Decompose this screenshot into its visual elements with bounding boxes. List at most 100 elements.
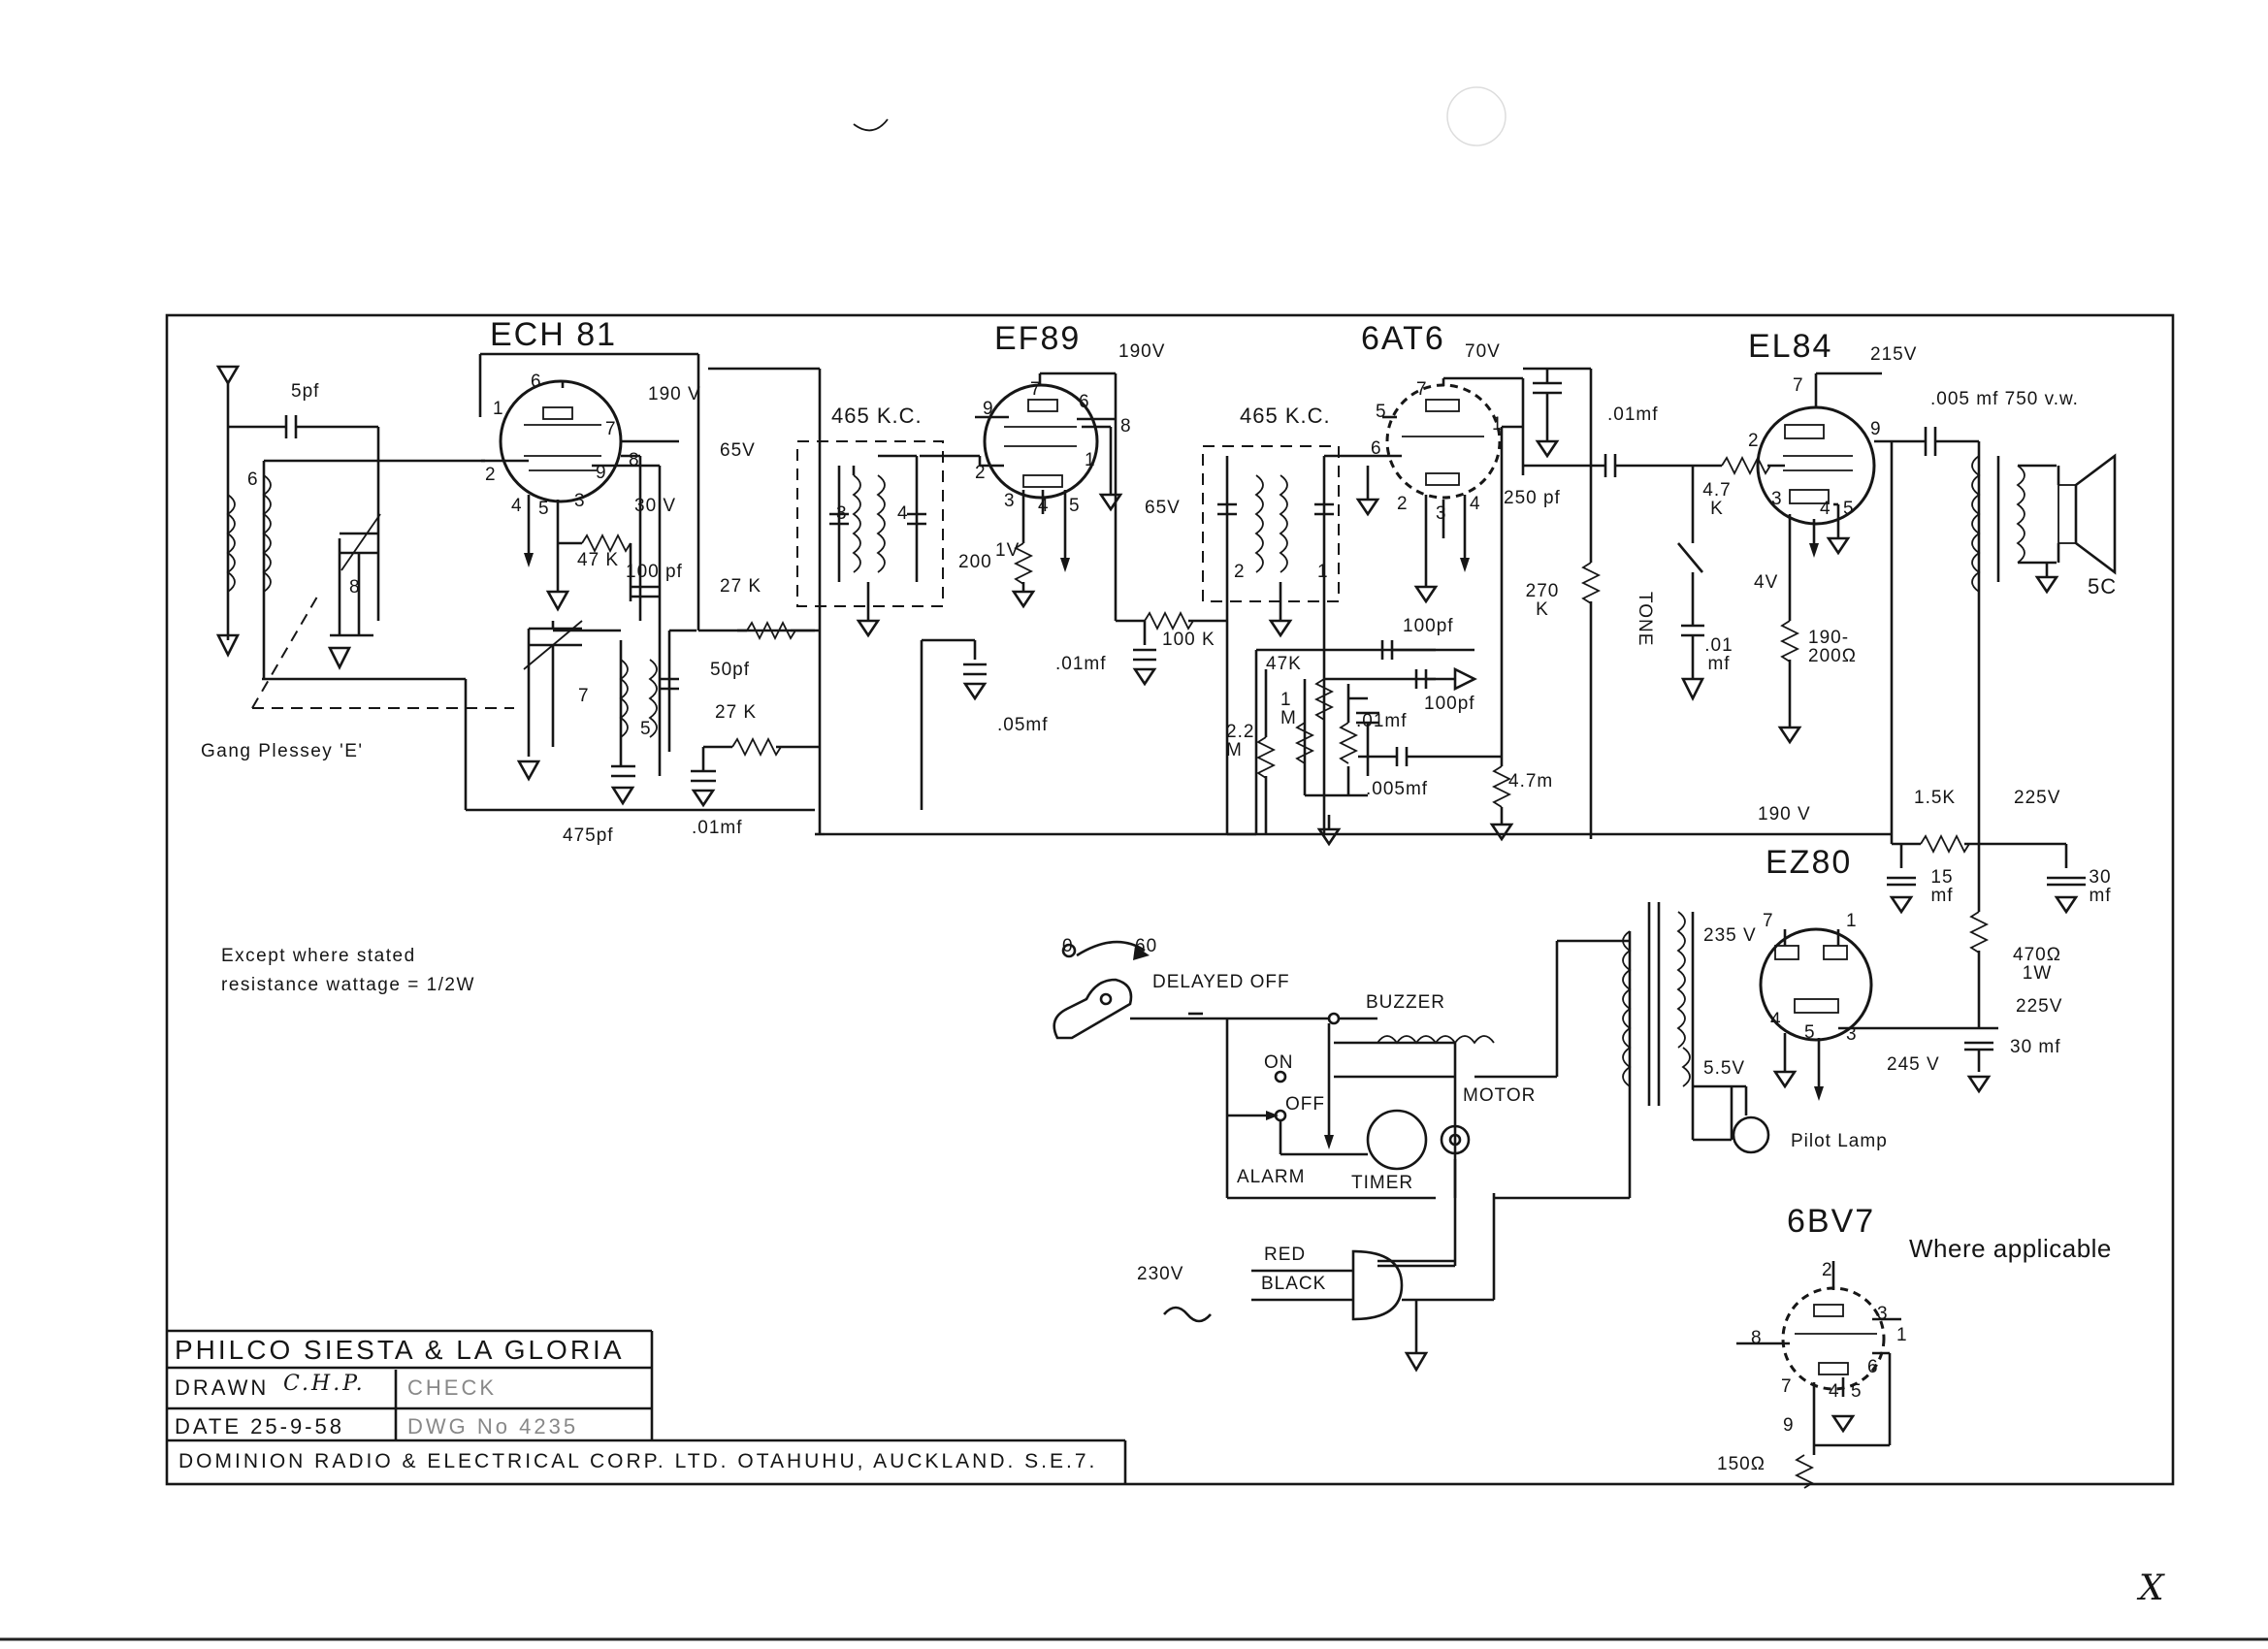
pin-number: 2 xyxy=(1234,562,1246,582)
voltage-label: 215V xyxy=(1870,344,1918,365)
pin-number: 5 xyxy=(538,499,550,519)
component-value-label: 250 pf xyxy=(1504,488,1561,508)
company-name: DOMINION RADIO & ELECTRICAL CORP. LTD. O… xyxy=(178,1450,1098,1472)
component-value-label: 47 K xyxy=(577,550,620,570)
pin-number: 3 xyxy=(1877,1304,1889,1324)
pin-number: 5 xyxy=(640,719,652,739)
tube-label-6bv7: 6BV7 xyxy=(1787,1203,1876,1240)
component-value-label: 2.2 M xyxy=(1226,722,1255,760)
pin-number: 8 xyxy=(349,577,361,598)
pin-number: 4 xyxy=(1829,1381,1840,1402)
component-value-label: 150Ω xyxy=(1717,1454,1766,1474)
red-lead-label: RED xyxy=(1264,1245,1307,1265)
title-block-lines xyxy=(167,1329,1127,1484)
ez80-power-supply xyxy=(1622,902,1906,1154)
pin-number: 3 xyxy=(1846,1024,1858,1045)
component-value-label: 15 mf xyxy=(1930,867,1954,906)
switch-on-label: ON xyxy=(1264,1052,1294,1073)
component-value-label: 100 pf xyxy=(626,562,683,582)
oscillator-section xyxy=(464,620,815,812)
motor-label: MOTOR xyxy=(1463,1085,1537,1106)
where-applicable-label: Where applicable xyxy=(1909,1234,2112,1263)
pin-number: 3 xyxy=(836,503,848,524)
dial-60-label: 60 xyxy=(1135,936,1158,956)
output-coupling xyxy=(1523,367,1771,839)
voltage-label: 1V xyxy=(995,540,1021,561)
pin-number: 1 xyxy=(1846,911,1858,931)
component-value-label: 4.7m xyxy=(1508,771,1554,792)
pin-number: 6 xyxy=(1079,392,1090,412)
voltage-label: 5.5V xyxy=(1703,1058,1746,1079)
component-value-label: 30 mf xyxy=(2010,1037,2061,1057)
voltage-label: 65V xyxy=(1145,498,1181,518)
component-value-label: .01mf xyxy=(1356,711,1408,731)
pin-number: 7 xyxy=(1793,375,1804,396)
pin-number: 1 xyxy=(493,399,504,419)
component-value-label: .05mf xyxy=(997,715,1049,735)
drawing-border xyxy=(165,313,2175,1486)
note-line-1: Except where stated xyxy=(221,946,416,966)
pin-number: 4 xyxy=(897,503,909,524)
note-line-2: resistance wattage = 1/2W xyxy=(221,975,475,995)
pin-number: 4 xyxy=(511,496,523,516)
ech81-tube xyxy=(478,352,700,776)
component-value-label: 27 K xyxy=(715,702,758,723)
pin-number: 9 xyxy=(1870,419,1882,439)
component-value-label: .005 mf 750 v.w. xyxy=(1930,389,2079,409)
6bv7-tube xyxy=(1736,1261,1901,1489)
pin-number: 5 xyxy=(1851,1381,1863,1402)
timer-switch-section xyxy=(1053,939,1632,1268)
pin-number: 3 xyxy=(1771,489,1783,509)
pin-number: 5 xyxy=(1069,496,1081,516)
pin-number: 6 xyxy=(531,372,542,392)
aerial-input-stage xyxy=(215,365,514,709)
pin-number: 7 xyxy=(605,419,617,439)
if-feed-lines xyxy=(691,367,822,834)
pin-number: 1 xyxy=(1317,562,1329,582)
voltage-label: 190V xyxy=(1118,341,1166,362)
pin-number: 7 xyxy=(1030,379,1042,400)
pin-number: 6 xyxy=(1867,1357,1879,1377)
voltage-label: 190 V xyxy=(648,384,701,404)
if-frequency-label-2: 465 K.C. xyxy=(1240,404,1331,428)
component-value-label: 100pf xyxy=(1403,616,1454,636)
pin-number: 7 xyxy=(578,686,590,706)
switch-off-label: OFF xyxy=(1285,1094,1325,1115)
tube-label-ez80: EZ80 xyxy=(1766,844,1853,881)
speaker-label: 5C xyxy=(2088,574,2118,598)
pin-number: 4 xyxy=(1470,494,1481,514)
drawn-initials: C.H.P. xyxy=(283,1372,366,1396)
tube-label-ef89: EF89 xyxy=(994,320,1082,357)
component-value-label: 475pf xyxy=(563,825,614,846)
pin-number: 7 xyxy=(1781,1376,1793,1397)
pin-number: 4 xyxy=(1820,499,1831,519)
pin-number: 1 xyxy=(1492,414,1504,435)
pin-number: 1 xyxy=(1896,1325,1908,1345)
voltage-label: 245 V xyxy=(1887,1054,1940,1075)
pin-number: 9 xyxy=(1783,1415,1795,1436)
voltage-label: 4V xyxy=(1754,572,1779,593)
timer-label: TIMER xyxy=(1351,1173,1414,1193)
tube-label-el84: EL84 xyxy=(1748,328,1833,365)
pin-number: 2 xyxy=(1397,494,1409,514)
delayed-off-label: DELAYED OFF xyxy=(1152,972,1290,992)
pin-number: 2 xyxy=(975,463,987,483)
component-value-label: .01mf xyxy=(1055,654,1107,674)
dial-0-label: 0 xyxy=(1062,936,1074,956)
component-value-label: 27 K xyxy=(720,576,762,597)
pilot-lamp-label: Pilot Lamp xyxy=(1791,1131,1888,1151)
date-label: DATE 25-9-58 xyxy=(175,1414,344,1439)
pin-number: 4 xyxy=(1038,496,1050,516)
b-plus-rail xyxy=(815,832,2086,1094)
if-frequency-label-1: 465 K.C. xyxy=(831,404,923,428)
gang-label: Gang Plessey 'E' xyxy=(201,741,364,761)
if-transformer-1 xyxy=(796,440,982,638)
component-value-label: 190- 200Ω xyxy=(1808,628,1857,666)
pin-number: 5 xyxy=(1843,499,1855,519)
voltage-label: 70V xyxy=(1465,341,1501,362)
check-label: CHECK xyxy=(407,1375,498,1400)
6at6-tube xyxy=(1355,376,1525,842)
pin-number: 5 xyxy=(1804,1022,1816,1043)
component-value-label: 200 xyxy=(958,552,992,572)
dwg-number-label: DWG No 4235 xyxy=(407,1414,579,1439)
